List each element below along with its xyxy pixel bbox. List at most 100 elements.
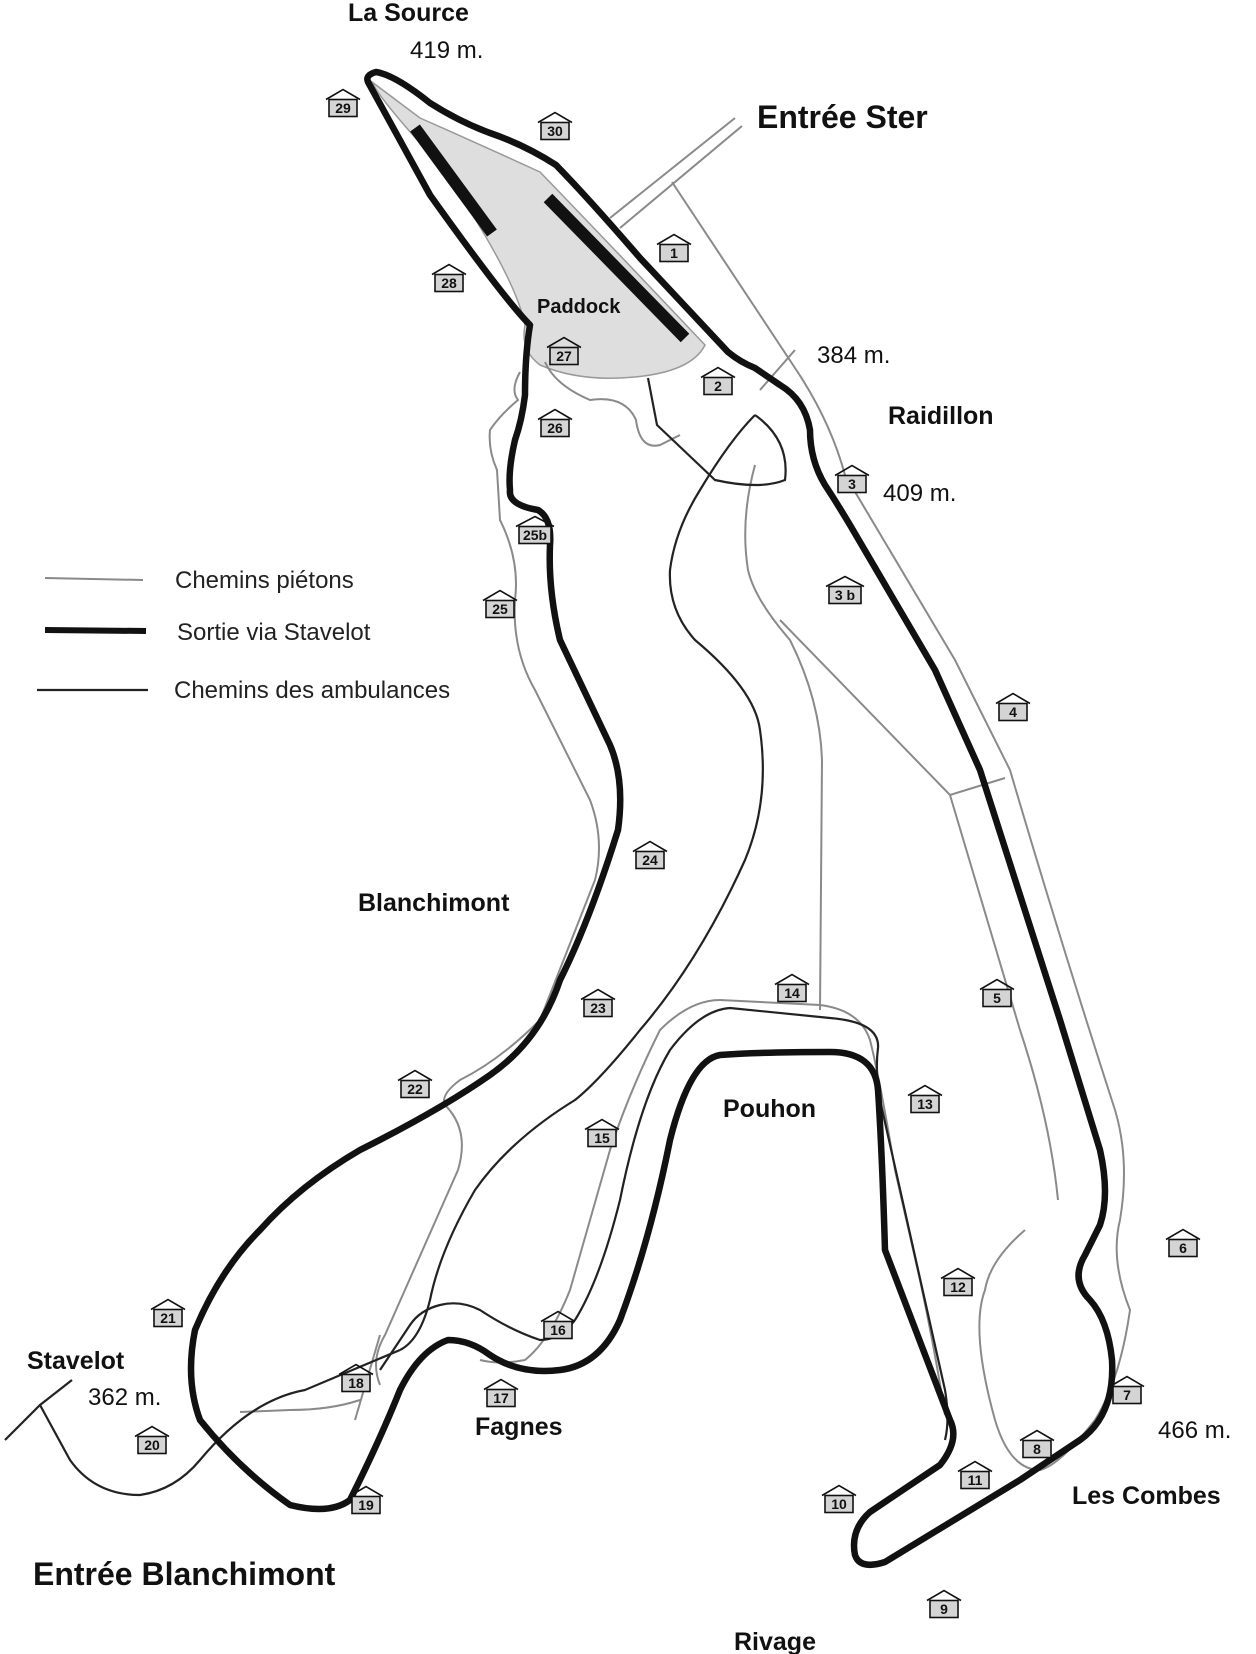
post-box bbox=[910, 1094, 940, 1114]
post-roof-icon bbox=[821, 1484, 857, 1497]
label-les-combes: Les Combes bbox=[1072, 1482, 1221, 1510]
post-box bbox=[1022, 1439, 1052, 1459]
post-box bbox=[587, 1128, 617, 1148]
label-paddock: Paddock bbox=[537, 296, 621, 318]
label-entree-ster: Entrée Ster bbox=[757, 99, 928, 135]
post-roof-icon bbox=[325, 88, 361, 101]
post-number: 1 bbox=[670, 245, 678, 261]
post-number: 5 bbox=[993, 990, 1001, 1006]
label-raidillon: Raidillon bbox=[888, 402, 994, 430]
post-box bbox=[543, 1320, 573, 1340]
distance-stavelot: 362 m. bbox=[88, 1384, 161, 1411]
post-roof-icon bbox=[482, 589, 518, 602]
legend-swatch-pedestrian bbox=[44, 577, 144, 581]
post-roof-icon bbox=[1019, 1429, 1055, 1442]
post-number: 9 bbox=[940, 1601, 948, 1617]
post-number: 3 b bbox=[835, 587, 855, 603]
post-roof-icon bbox=[546, 336, 582, 349]
marshal-post: 25b bbox=[515, 515, 555, 545]
post-roof-icon bbox=[397, 1069, 433, 1082]
label-pouhon: Pouhon bbox=[723, 1095, 816, 1123]
legend-label-pedestrian: Chemins piétons bbox=[175, 567, 354, 594]
pedestrian-paths bbox=[239, 117, 1132, 1472]
paddock-area bbox=[370, 79, 706, 379]
marshal-post: 7 bbox=[1109, 1375, 1145, 1405]
marshal-post: 10 bbox=[821, 1484, 857, 1514]
post-box bbox=[518, 525, 552, 545]
marshal-post: 22 bbox=[397, 1069, 433, 1099]
marshal-post: 19 bbox=[348, 1485, 384, 1515]
post-box bbox=[659, 243, 689, 263]
marshal-post: 29 bbox=[325, 88, 361, 118]
marshal-post: 30 bbox=[537, 111, 573, 141]
ambulance-paths bbox=[4, 377, 949, 1497]
distance-la-source: 419 m. bbox=[410, 37, 483, 64]
marshal-post: 11 bbox=[957, 1460, 993, 1490]
post-number: 18 bbox=[348, 1375, 364, 1391]
post-box bbox=[549, 346, 579, 366]
marshal-post: 26 bbox=[537, 408, 573, 438]
post-number: 25 bbox=[492, 601, 508, 617]
post-roof-icon bbox=[338, 1363, 374, 1376]
legend: Chemins piétons Sortie via Stavelot Chem… bbox=[37, 567, 450, 704]
post-roof-icon bbox=[834, 464, 870, 477]
post-roof-icon bbox=[540, 1310, 576, 1323]
post-number: 23 bbox=[590, 1000, 606, 1016]
marshal-post: 21 bbox=[150, 1298, 186, 1328]
label-entree-blanchimont: Entrée Blanchimont bbox=[33, 1556, 336, 1592]
marshal-post: 17 bbox=[483, 1378, 519, 1408]
post-number: 27 bbox=[556, 348, 572, 364]
post-number: 20 bbox=[144, 1437, 160, 1453]
post-roof-icon bbox=[656, 233, 692, 246]
post-roof-icon bbox=[483, 1378, 519, 1391]
post-box bbox=[583, 998, 613, 1018]
post-roof-icon bbox=[134, 1425, 170, 1438]
post-number: 29 bbox=[335, 100, 351, 116]
label-rivage: Rivage bbox=[734, 1628, 816, 1654]
post-box bbox=[777, 983, 807, 1003]
marshal-post: 3 b bbox=[825, 575, 865, 605]
post-roof-icon bbox=[995, 692, 1031, 705]
post-box bbox=[998, 702, 1028, 722]
post-number: 24 bbox=[642, 852, 658, 868]
post-number: 21 bbox=[160, 1310, 176, 1326]
post-box bbox=[137, 1435, 167, 1455]
post-roof-icon bbox=[825, 575, 865, 588]
post-number: 30 bbox=[547, 123, 563, 139]
post-box bbox=[540, 121, 570, 141]
post-roof-icon bbox=[537, 408, 573, 421]
post-number: 11 bbox=[968, 1472, 983, 1488]
post-box bbox=[1112, 1385, 1142, 1405]
legend-label-exit: Sortie via Stavelot bbox=[177, 619, 371, 646]
post-number: 15 bbox=[594, 1130, 610, 1146]
post-box bbox=[1168, 1238, 1198, 1258]
post-roof-icon bbox=[1109, 1375, 1145, 1388]
post-number: 16 bbox=[550, 1322, 566, 1338]
post-box bbox=[703, 376, 733, 396]
post-number: 3 bbox=[848, 476, 856, 492]
post-roof-icon bbox=[957, 1460, 993, 1473]
post-number: 8 bbox=[1033, 1441, 1041, 1457]
post-roof-icon bbox=[515, 515, 555, 528]
marshal-post: 3 bbox=[834, 464, 870, 494]
post-roof-icon bbox=[580, 988, 616, 1001]
post-box bbox=[982, 988, 1012, 1008]
post-number: 25b bbox=[523, 527, 547, 543]
paddock-garage-bar bbox=[410, 124, 497, 237]
post-roof-icon bbox=[774, 973, 810, 986]
post-box bbox=[540, 418, 570, 438]
post-box bbox=[328, 98, 358, 118]
marshal-post: 16 bbox=[540, 1310, 576, 1340]
post-box bbox=[341, 1373, 371, 1393]
post-box bbox=[943, 1277, 973, 1297]
post-number: 2 bbox=[714, 378, 722, 394]
distance-les-combes: 466 m. bbox=[1158, 1417, 1231, 1444]
post-number: 26 bbox=[547, 420, 563, 436]
post-box bbox=[929, 1599, 959, 1619]
marshal-post: 27 bbox=[546, 336, 582, 366]
post-box bbox=[485, 599, 515, 619]
race-track bbox=[187, 68, 1116, 1569]
post-number: 7 bbox=[1123, 1387, 1131, 1403]
